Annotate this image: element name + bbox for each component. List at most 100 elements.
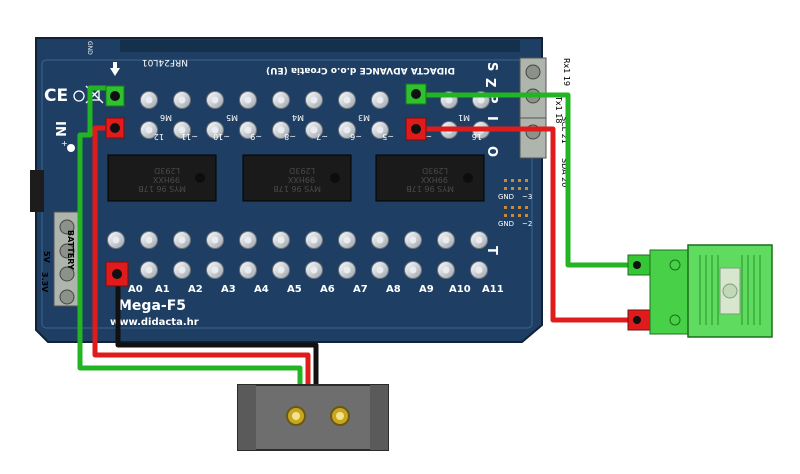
pin-second[interactable]	[206, 121, 224, 139]
wire-green-servo	[77, 85, 303, 385]
pin-analog[interactable]	[338, 261, 356, 279]
sensor-grid-lines	[699, 255, 761, 325]
pin-bottom[interactable]	[173, 231, 191, 249]
pin-bottom[interactable]	[470, 231, 488, 249]
board-website: www.didacta.hr	[110, 317, 199, 328]
pin-top[interactable]	[272, 91, 290, 109]
pin-second[interactable]	[305, 121, 323, 139]
pin-bottom[interactable]	[140, 231, 158, 249]
mega-f5-board: NRF24L01 GND DIDACTA ADVANCE d.o.o Croat…	[30, 37, 571, 343]
rx-label: Rx1 19	[562, 58, 571, 86]
pin-top[interactable]	[338, 91, 356, 109]
pin-bottom[interactable]	[107, 231, 125, 249]
pin-analog[interactable]	[272, 261, 290, 279]
analog-label-a8: A8	[386, 284, 401, 295]
pin-analog[interactable]	[404, 261, 422, 279]
pin-analog[interactable]	[173, 261, 191, 279]
pin-analog[interactable]	[437, 261, 455, 279]
tx-label: Tx1 18	[554, 95, 563, 123]
pin-analog[interactable]	[239, 261, 257, 279]
chip-group: L293D 99HXX MYS 96 17B L293D 99HXX MYS 9…	[107, 154, 485, 202]
pin-bottom[interactable]	[272, 231, 290, 249]
rohs-circle-icon	[73, 90, 85, 102]
pin-top[interactable]	[239, 91, 257, 109]
pin-top[interactable]	[371, 91, 389, 109]
pin-bottom[interactable]	[305, 231, 323, 249]
pin-second[interactable]	[140, 121, 158, 139]
chip-3-line3: MYS 96 17B	[406, 184, 454, 193]
chip-3-model: L293D	[422, 166, 448, 175]
analog-label-a1: A1	[155, 284, 170, 295]
pin-bottom[interactable]	[206, 231, 224, 249]
i-letter: I	[484, 116, 499, 121]
pin-second[interactable]	[239, 121, 257, 139]
wire-red-module	[420, 126, 632, 323]
sda-label: SDA 20	[560, 158, 569, 187]
pin-bottom[interactable]	[371, 231, 389, 249]
pin-markers	[105, 62, 427, 287]
serial-header	[504, 179, 528, 217]
power-barrel-jack[interactable]	[30, 170, 44, 212]
gnd-serial-1: GND	[498, 193, 514, 201]
in-label: IN	[52, 121, 67, 137]
pin-second[interactable]	[371, 121, 389, 139]
bottom-pin-row	[107, 231, 488, 249]
pin-bottom[interactable]	[437, 231, 455, 249]
gnd-module-label: GND	[86, 41, 93, 55]
pin-analog[interactable]	[206, 261, 224, 279]
pin-bottom[interactable]	[404, 231, 422, 249]
top-header-strip	[120, 40, 520, 52]
top-pin-row	[140, 91, 490, 109]
pin-analog[interactable]	[140, 261, 158, 279]
pin-second[interactable]	[338, 121, 356, 139]
motor-label-m3: M3	[358, 113, 370, 122]
pin-top[interactable]	[305, 91, 323, 109]
three-three-volt-label: 3.3V	[40, 272, 49, 293]
pin-top[interactable]	[206, 91, 224, 109]
servo-connector-box[interactable]	[237, 384, 389, 451]
right-terminal-block-top[interactable]	[519, 57, 547, 119]
pin-label-12: 12	[154, 132, 164, 141]
pin-bottom[interactable]	[239, 231, 257, 249]
battery-terminal-block[interactable]	[53, 211, 81, 307]
flex-sensor-module[interactable]	[627, 244, 773, 338]
motor-labels: M6 M5 M4 M3 M1	[160, 113, 470, 122]
pin-bottom[interactable]	[338, 231, 356, 249]
chip-2: L293D 99HXX MYS 96 17B	[242, 154, 352, 202]
pin-label-7: ~7	[316, 132, 328, 141]
right-terminal-block-bottom[interactable]	[519, 117, 547, 159]
wires	[77, 85, 632, 385]
analog-pin-row	[140, 261, 488, 279]
green-marker-top-left	[105, 62, 125, 107]
motor-label-m6: M6	[160, 113, 172, 122]
nrf-module-label: NRF24L01	[142, 57, 188, 67]
chip-3-line2: 99HXX	[420, 175, 448, 184]
analog-labels: A0 A1 A2 A3 A4 A5 A6 A7 A8 A9 A10 A11	[128, 284, 504, 295]
red-marker-bottom-left	[105, 261, 129, 287]
pin-label-9: ~9	[250, 132, 262, 141]
analog-label-a5: A5	[287, 284, 302, 295]
pin-top[interactable]	[140, 91, 158, 109]
gnd-serial-2: GND	[498, 220, 514, 228]
chip-1-line2: 99HXX	[152, 175, 180, 184]
tilde-3-label: ~3	[522, 193, 532, 201]
pin-analog[interactable]	[470, 261, 488, 279]
pin-analog[interactable]	[371, 261, 389, 279]
battery-label: BATTERY	[66, 230, 75, 270]
pin-second[interactable]	[272, 121, 290, 139]
s-letter: S	[484, 62, 499, 71]
chip-2-line3: MYS 96 17B	[273, 184, 321, 193]
analog-label-a11: A11	[482, 284, 504, 295]
red-marker-top-left	[105, 117, 125, 139]
pin-label-5: ~5	[382, 132, 394, 141]
five-volt-label: 5V	[42, 251, 51, 264]
pin-analog[interactable]	[305, 261, 323, 279]
pin-second[interactable]	[173, 121, 191, 139]
t-letter: T	[484, 246, 499, 255]
pin-top[interactable]	[173, 91, 191, 109]
chip-2-line2: 99HXX	[287, 175, 315, 184]
pin-label-6: ~6	[350, 132, 362, 141]
chip-3: L293D 99HXX MYS 96 17B	[375, 154, 485, 202]
pin-label-11: ~11	[181, 132, 198, 141]
